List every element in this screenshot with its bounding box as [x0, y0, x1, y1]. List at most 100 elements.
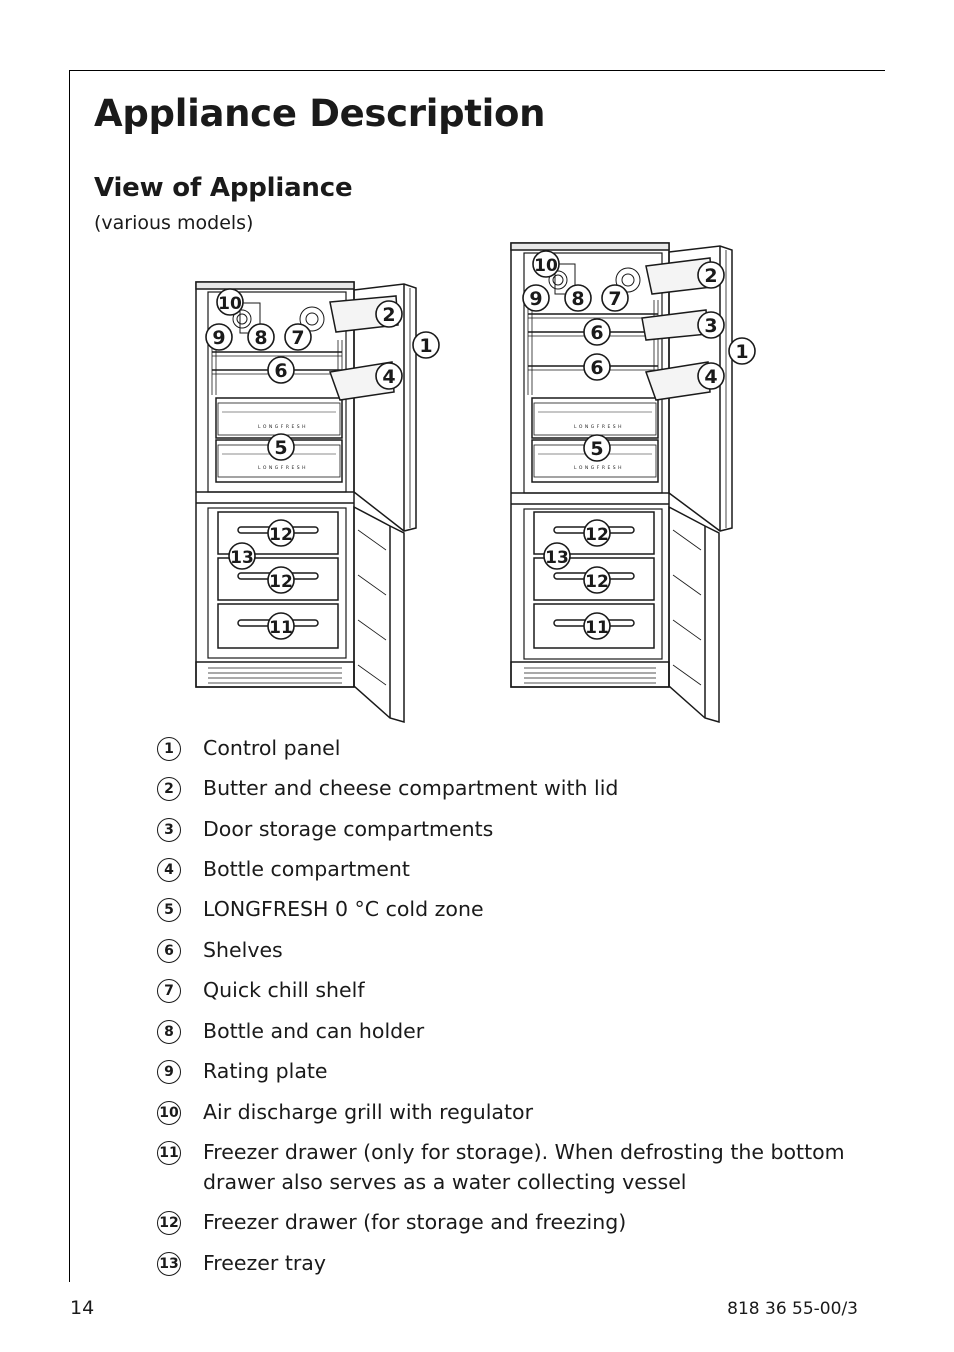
legend-text: Air discharge grill with regulator: [203, 1100, 534, 1124]
svg-text:7: 7: [608, 288, 621, 310]
legend-text: Bottle compartment: [203, 857, 410, 881]
callout-right-7: 7: [601, 284, 629, 312]
callout-left-8: 8: [247, 323, 275, 351]
callout-right-3: 3: [697, 311, 725, 339]
callout-left-5: 5: [267, 433, 295, 461]
legend-text: Bottle and can holder: [203, 1019, 425, 1043]
legend-item: 9 Rating plate: [155, 1056, 855, 1097]
legend-item: 10 Air discharge grill with regulator: [155, 1097, 855, 1137]
callout-left-4: 4: [375, 362, 403, 390]
svg-text:11: 11: [585, 618, 609, 638]
legend-number: 11: [157, 1141, 181, 1165]
legend-text: Control panel: [203, 736, 341, 760]
svg-text:6: 6: [590, 357, 603, 379]
callout-right-12: 12: [583, 519, 611, 547]
svg-text:11: 11: [269, 618, 293, 638]
svg-text:1: 1: [419, 335, 432, 357]
callout-right-6: 6: [583, 318, 611, 346]
callout-left-7: 7: [284, 323, 312, 351]
subtitle: (various models): [94, 212, 254, 234]
legend-item: 7 Quick chill shelf: [155, 975, 855, 1016]
document-code: 818 36 55-00/3: [727, 1299, 858, 1319]
callout-left-13: 13: [228, 542, 256, 570]
svg-text:8: 8: [571, 288, 584, 310]
callout-right-9: 9: [522, 284, 550, 312]
legend-text: Shelves: [203, 938, 283, 962]
svg-text:13: 13: [230, 548, 254, 568]
legend-text: Freezer drawer (only for storage). When …: [203, 1140, 845, 1194]
legend-list: 1 Control panel 2 Butter and cheese comp…: [155, 733, 855, 1288]
callout-left-11: 11: [267, 612, 295, 640]
legend-number: 2: [157, 777, 181, 801]
appliance-figure: LONGFRESH LONGFRESH: [195, 242, 756, 723]
callout-right-1: 1: [728, 337, 756, 365]
legend-text: Door storage compartments: [203, 817, 494, 841]
legend-text: LONGFRESH 0 °C cold zone: [203, 897, 484, 921]
legend-number: 13: [157, 1252, 181, 1276]
svg-text:5: 5: [590, 438, 603, 460]
callout-right-12b: 12: [583, 566, 611, 594]
callout-right-11: 11: [583, 612, 611, 640]
longfresh-label: LONGFRESH: [258, 424, 308, 430]
legend-number: 3: [157, 818, 181, 842]
left-margin-rule: [69, 70, 70, 1282]
legend-text: Quick chill shelf: [203, 978, 365, 1002]
svg-text:8: 8: [254, 327, 267, 349]
callout-right-5: 5: [583, 434, 611, 462]
legend-text: Butter and cheese compartment with lid: [203, 776, 619, 800]
longfresh-label: LONGFRESH: [258, 465, 308, 471]
callout-right-4: 4: [697, 362, 725, 390]
legend-number: 6: [157, 939, 181, 963]
legend-number: 7: [157, 979, 181, 1003]
legend-number: 9: [157, 1060, 181, 1084]
svg-text:4: 4: [704, 366, 717, 388]
svg-text:5: 5: [274, 437, 287, 459]
legend-number: 10: [157, 1101, 181, 1125]
svg-text:6: 6: [590, 322, 603, 344]
callout-left-1: 1: [412, 331, 440, 359]
callout-left-12: 12: [267, 519, 295, 547]
svg-text:1: 1: [735, 341, 748, 363]
callout-right-8: 8: [564, 284, 592, 312]
callout-right-13: 13: [543, 542, 571, 570]
top-rule: [69, 70, 885, 71]
svg-text:6: 6: [274, 360, 287, 382]
callout-left-10: 10: [216, 288, 244, 316]
legend-number: 4: [157, 858, 181, 882]
legend-item: 2 Butter and cheese compartment with lid: [155, 773, 855, 814]
legend-item: 1 Control panel: [155, 733, 855, 773]
legend-item: 11 Freezer drawer (only for storage). Wh…: [155, 1137, 855, 1207]
legend-item: 3 Door storage compartments: [155, 814, 855, 854]
left-longfresh-labels: LONGFRESH LONGFRESH: [258, 424, 308, 471]
svg-text:7: 7: [291, 327, 304, 349]
legend-text: Rating plate: [203, 1059, 328, 1083]
legend-item: 4 Bottle compartment: [155, 854, 855, 894]
svg-text:12: 12: [585, 572, 609, 592]
legend-item: 13 Freezer tray: [155, 1248, 855, 1288]
callout-right-6b: 6: [583, 353, 611, 381]
svg-text:12: 12: [269, 525, 293, 545]
legend-text: Freezer tray: [203, 1251, 326, 1275]
legend-text: Freezer drawer (for storage and freezing…: [203, 1210, 627, 1234]
longfresh-label: LONGFRESH: [574, 465, 624, 471]
legend-number: 5: [157, 898, 181, 922]
callout-left-6: 6: [267, 356, 295, 384]
page-title: Appliance Description: [94, 92, 546, 135]
legend-item: 12 Freezer drawer (for storage and freez…: [155, 1207, 855, 1248]
callout-right-10: 10: [532, 250, 560, 278]
svg-text:3: 3: [704, 315, 717, 337]
svg-text:2: 2: [382, 304, 395, 326]
longfresh-label: LONGFRESH: [574, 424, 624, 430]
svg-text:10: 10: [534, 256, 558, 276]
svg-text:12: 12: [269, 572, 293, 592]
legend-item: 5 LONGFRESH 0 °C cold zone: [155, 894, 855, 935]
page-number: 14: [70, 1297, 95, 1319]
legend-number: 8: [157, 1020, 181, 1044]
legend-number: 12: [157, 1211, 181, 1235]
legend-number: 1: [157, 737, 181, 761]
svg-text:9: 9: [212, 327, 225, 349]
callout-left-9: 9: [205, 323, 233, 351]
legend-item: 8 Bottle and can holder: [155, 1016, 855, 1056]
callout-left-12b: 12: [267, 566, 295, 594]
svg-text:9: 9: [529, 288, 542, 310]
